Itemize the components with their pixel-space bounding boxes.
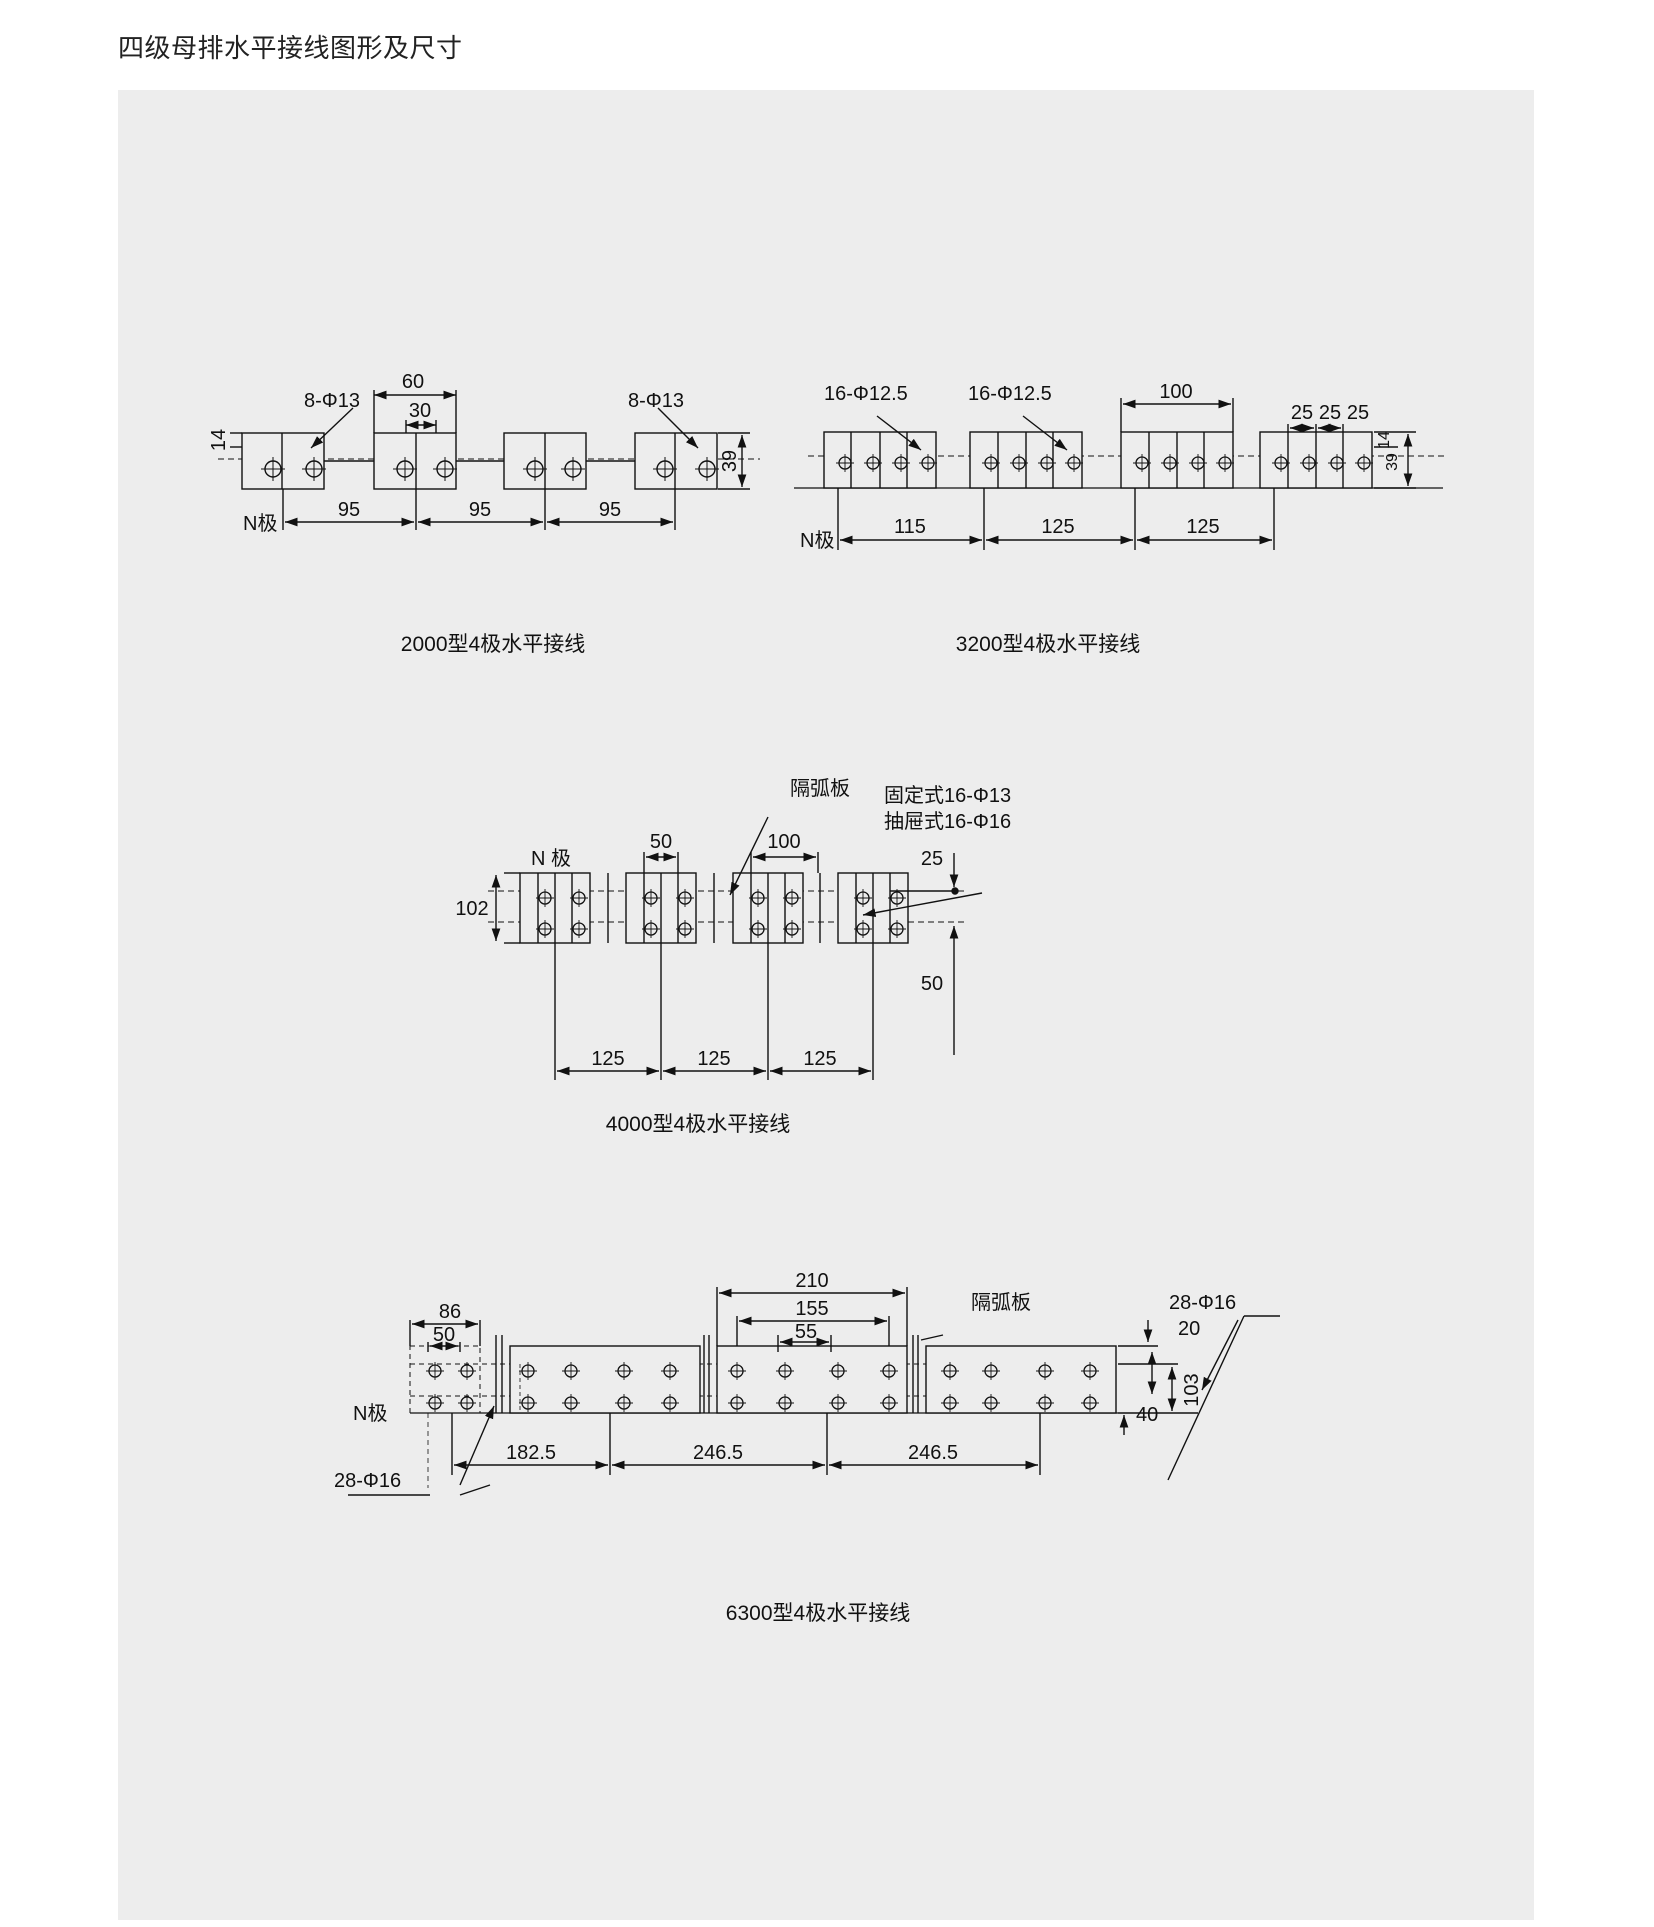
dim-3200-pitch-2: 25 (1319, 402, 1341, 424)
busbar-n (409, 1345, 481, 1414)
dim-6300-inner: 155 (795, 1298, 828, 1320)
caption-6300: 6300型4极水平接线 (726, 1602, 910, 1625)
dim-3200-height: 39 (1384, 453, 1401, 471)
pitch-6300-2: 246.5 (693, 1442, 743, 1464)
caption-3200: 3200型4极水平接线 (956, 633, 1140, 656)
diagram-3200 (794, 398, 1448, 550)
wiring-drawings: 60 30 8-Φ13 8-Φ13 14 39 N极 95 95 95 2000… (208, 371, 1448, 1625)
dim-4000-hole-pitch: 50 (650, 831, 672, 853)
caption-4000: 4000型4极水平接线 (606, 1113, 790, 1136)
label-6300-holes-top: 28-Φ16 (1169, 1292, 1236, 1314)
pitch-4000-3: 125 (803, 1048, 836, 1070)
dim-4000-height: 102 (455, 898, 488, 920)
pitch-2000-3: 95 (599, 499, 621, 521)
dim-2000-height: 39 (719, 450, 741, 472)
dim-6300-pitch: 55 (795, 1321, 817, 1343)
dim-6300-n-pitch: 50 (433, 1324, 455, 1346)
dim-3200-pitch-1: 25 (1291, 402, 1313, 424)
caption-2000: 2000型4极水平接线 (401, 633, 585, 656)
label-6300-holes-bottom: 28-Φ16 (334, 1470, 401, 1492)
dim-2000-width: 60 (402, 371, 424, 393)
label-4000-n-pole: N 极 (531, 847, 571, 870)
label-4000-arc-plate: 隔弧板 (790, 777, 850, 800)
dim-6300-width: 210 (795, 1270, 828, 1292)
label-3200-holes-2: 16-Φ12.5 (968, 383, 1052, 405)
dim-6300-n-width: 86 (439, 1301, 461, 1323)
label-2000-n-pole: N极 (243, 512, 277, 535)
pitch-2000-1: 95 (338, 499, 360, 521)
pitch-3200-3: 125 (1186, 516, 1219, 538)
label-6300-n-pole: N极 (353, 1402, 387, 1425)
busbar-4 (634, 432, 718, 490)
busbar-2 (509, 1345, 701, 1414)
busbar-3 (716, 1345, 908, 1414)
page-title: 四级母排水平接线图形及尺寸 (118, 34, 463, 64)
pitch-6300-1: 182.5 (506, 1442, 556, 1464)
dim-3200-width: 100 (1159, 381, 1192, 403)
pitch-2000-2: 95 (469, 499, 491, 521)
dim-6300-bottom: 40 (1136, 1404, 1158, 1426)
drawing-panel: 60 30 8-Φ13 8-Φ13 14 39 N极 95 95 95 2000… (118, 90, 1534, 1920)
label-4000-fixed: 固定式16-Φ13 (884, 784, 1011, 807)
dim-2000-height-small: 14 (208, 429, 230, 451)
label-3200-holes-1: 16-Φ12.5 (824, 383, 908, 405)
dim-2000-hole-pitch: 30 (409, 400, 431, 422)
label-2000-holes-left: 8-Φ13 (304, 390, 360, 412)
label-2000-holes-right: 8-Φ13 (628, 390, 684, 412)
dim-3200-pitch-3: 25 (1347, 402, 1369, 424)
diagram-6300 (348, 1287, 1280, 1496)
diagram-4000 (488, 816, 983, 1080)
diagram-2000 (218, 390, 760, 530)
pitch-3200-2: 125 (1041, 516, 1074, 538)
label-6300-arc-plate: 隔弧板 (971, 1291, 1031, 1314)
pitch-6300-3: 246.5 (908, 1442, 958, 1464)
pitch-4000-2: 125 (697, 1048, 730, 1070)
dim-3200-height-small: 14 (1376, 431, 1393, 449)
dim-4000-top: 25 (921, 848, 943, 870)
pitch-4000-1: 125 (591, 1048, 624, 1070)
dim-6300-height: 103 (1181, 1373, 1203, 1406)
label-4000-drawer: 抽屉式16-Φ16 (884, 810, 1011, 833)
dim-4000-bottom: 50 (921, 973, 943, 995)
dim-4000-width: 100 (767, 831, 800, 853)
label-3200-n-pole: N极 (800, 529, 834, 552)
pitch-3200-1: 115 (894, 516, 926, 538)
dim-6300-top: 20 (1178, 1318, 1200, 1340)
